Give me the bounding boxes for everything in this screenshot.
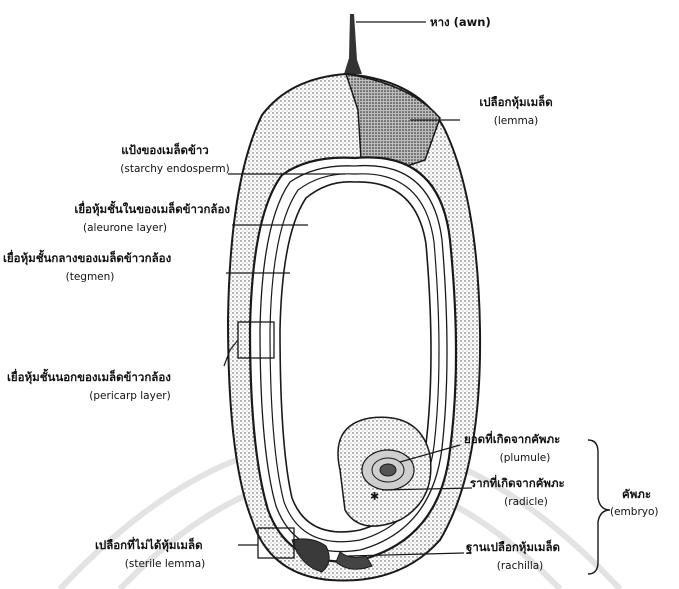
label-aleurone-th: เยื่อหุ้มชั้นในของเมล็ดข้าวกล้อง — [2, 202, 230, 216]
label-pericarp-en: (pericarp layer) — [60, 389, 200, 403]
label-awn: หาง (awn) — [430, 15, 491, 29]
awn-shape — [344, 14, 362, 74]
label-pericarp-th: เยื่อหุ้มชั้นนอกของเมล็ดข้าวกล้อง — [7, 370, 171, 384]
label-sterile-en: (sterile lemma) — [100, 557, 230, 571]
label-rachilla-th: ฐานเปลือกหุ้มเมล็ด — [466, 540, 560, 554]
label-plumule-en: (plumule) — [470, 451, 580, 465]
label-endosperm-en: (starchy endosperm) — [100, 162, 250, 176]
svg-text:✱: ✱ — [370, 490, 379, 503]
embryo-brace — [588, 440, 610, 574]
label-radicle-en: (radicle) — [476, 495, 576, 509]
label-aleurone-en: (aleurone layer) — [60, 221, 190, 235]
label-plumule-th: ยอดที่เกิดจากคัพภะ — [464, 432, 560, 446]
label-lemma-en: (lemma) — [456, 114, 576, 128]
label-tegmen-th: เยื่อหุ้มชั้นกลางของเมล็ดข้าวกล้อง — [3, 251, 171, 265]
label-rachilla-en: (rachilla) — [470, 559, 570, 573]
label-radicle-th: รากที่เกิดจากคัพภะ — [470, 476, 565, 490]
label-endosperm-th: แป้งของเมล็ดข้าว — [100, 143, 230, 157]
label-tegmen-en: (tegmen) — [40, 270, 140, 284]
label-embryo-en: (embryo) — [610, 505, 659, 519]
label-sterile-th: เปลือกที่ไม่ได้หุ้มเมล็ด — [95, 538, 203, 552]
label-embryo-th: คัพภะ — [622, 487, 651, 501]
label-lemma-th: เปลือกหุ้มเมล็ด — [456, 95, 576, 109]
